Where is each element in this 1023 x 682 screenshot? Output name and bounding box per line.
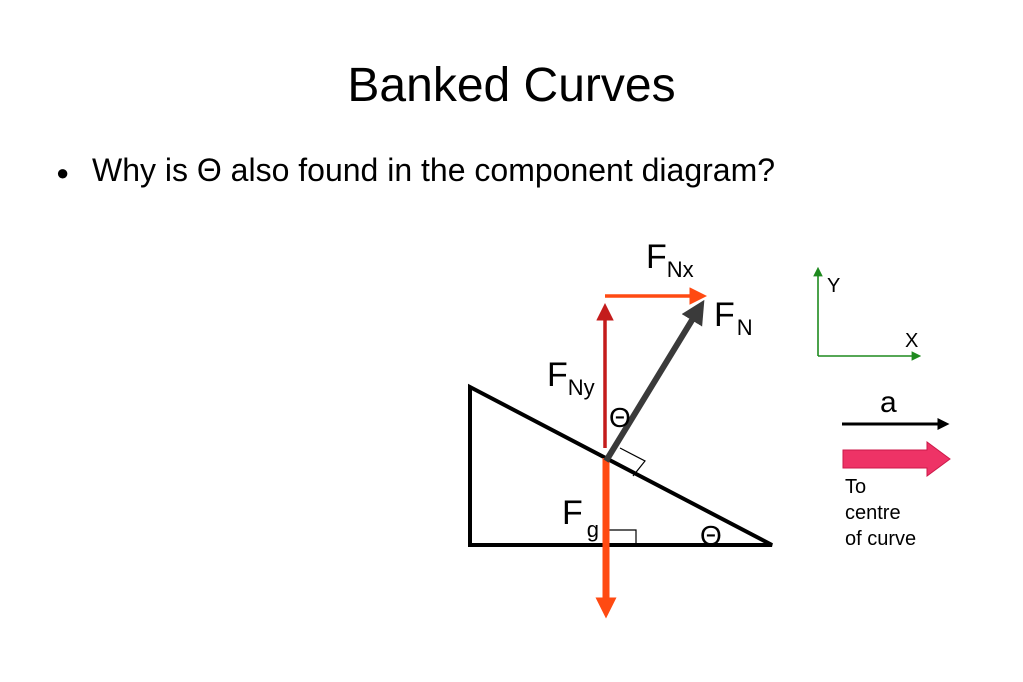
- fn-label: FN: [714, 296, 753, 340]
- bullet-dot-icon: ●: [56, 159, 70, 185]
- direction-label: To centre of curve: [845, 476, 916, 550]
- normal-force-arrow: [603, 299, 705, 463]
- theta-label-vector: Θ: [609, 402, 631, 433]
- fnx-label: FNx: [646, 238, 694, 282]
- bullet-text: Why is Θ also found in the component dia…: [92, 152, 776, 188]
- bullet-item: ● Why is Θ also found in the component di…: [56, 150, 775, 193]
- slide-title: Banked Curves: [347, 59, 676, 112]
- direction-arrow-icon: [842, 441, 951, 477]
- right-angle-marker-normal: [619, 447, 646, 477]
- y-axis-label: Y: [827, 275, 840, 297]
- acceleration-label: a: [880, 386, 897, 419]
- incline-wedge: [468, 383, 773, 547]
- theta-label-incline: Θ: [700, 520, 722, 551]
- x-axis-label: X: [905, 330, 918, 352]
- right-angle-marker-base: [606, 529, 637, 545]
- coordinate-axes: [813, 266, 922, 361]
- fny-label: FNy: [547, 356, 595, 400]
